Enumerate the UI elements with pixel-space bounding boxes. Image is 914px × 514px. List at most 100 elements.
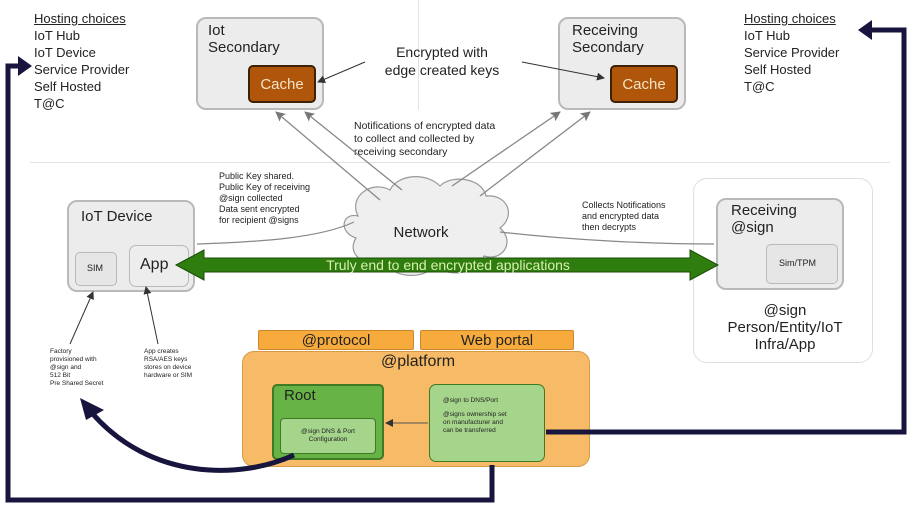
factory-line: 512 Bit: [50, 372, 71, 379]
device-to-cloud-line: [196, 221, 355, 245]
hosting-item: IoT Device: [34, 45, 96, 60]
receiving-sign-title-1: Receiving: [731, 202, 797, 219]
arrow-to-iot-cache: [317, 61, 366, 83]
hosting-item: T@C: [744, 79, 775, 94]
right-loop-path: [546, 27, 907, 435]
public-key-line: for recipient @signs: [219, 215, 299, 225]
protocol-tab: @protocol: [258, 330, 414, 350]
network-label: Network: [393, 224, 449, 241]
platform-title: @platform: [381, 353, 456, 370]
receiving-secondary-cache: Cache: [610, 65, 678, 103]
receiving-secondary-title-2: Secondary: [572, 39, 644, 56]
receiving-secondary-box: Receiving Secondary Cache: [558, 17, 686, 110]
hosting-choices-right: Hosting choices IoT Hub Service Provider…: [744, 10, 839, 95]
web-portal-tab: Web portal: [420, 330, 574, 350]
root-title: Root: [284, 387, 316, 404]
hosting-heading-left: Hosting choices: [34, 11, 126, 26]
factory-line: Pre Shared Secret: [50, 380, 104, 387]
notifications-line-1: Notifications of encrypted data: [354, 120, 496, 132]
app-note: App creates RSA/AES keys stores on devic…: [144, 348, 192, 380]
receiving-sign-desc-3: Infra/App: [754, 336, 816, 353]
cloud-to-iot-secondary-a: [275, 111, 381, 201]
encrypted-keys-line-2: edge created keys: [384, 62, 500, 78]
notifications-line-3: receiving secondary: [354, 146, 448, 158]
app-note-line: stores on device: [144, 364, 192, 371]
cloud-to-iot-secondary-b: [304, 111, 403, 191]
hosting-item: IoT Hub: [34, 28, 81, 43]
receiving-sign-title-2: @sign: [731, 219, 774, 236]
root-config-line-1: @sign DNS & Port: [301, 428, 355, 435]
public-key-line: @sign collected: [219, 193, 283, 203]
app-note-line: App creates: [144, 348, 179, 355]
sim-tpm-label: Sim/TPM: [779, 258, 816, 268]
app-label: App: [140, 256, 169, 273]
public-key-line: Public Key shared.: [219, 171, 295, 181]
ownership-line: @signs ownership set: [443, 411, 507, 418]
receiving-secondary-title-1: Receiving: [572, 22, 638, 39]
root-to-device-curve: [90, 411, 296, 473]
hosting-heading-right: Hosting choices: [744, 11, 836, 26]
root-to-device-arrowhead: [80, 398, 104, 420]
ownership-line: can be transferred: [443, 427, 496, 434]
iot-secondary-cache: Cache: [248, 65, 316, 103]
hosting-choices-left: Hosting choices IoT Hub IoT Device Servi…: [34, 10, 129, 112]
app-note-arrow: [143, 286, 159, 345]
iot-secondary-title-2: Secondary: [208, 39, 280, 56]
arrow-to-receiving-cache: [521, 61, 605, 81]
right-loop-arrowhead: [858, 20, 872, 40]
root-box: Root @sign DNS & Port Configuration: [272, 384, 384, 460]
factory-line: Factory: [50, 348, 72, 355]
collects-note: Collects Notifications and encrypted dat…: [582, 200, 666, 233]
app-note-line: RSA/AES keys: [144, 356, 188, 363]
cloud-to-receiving-secondary-a: [451, 111, 561, 187]
vertical-divider: [418, 0, 419, 110]
hosting-item: Self Hosted: [744, 62, 812, 77]
root-config-line-2: Configuration: [308, 436, 348, 443]
receiving-sign-desc-1: @sign: [763, 302, 807, 319]
web-portal-tab-label: Web portal: [460, 332, 534, 349]
hosting-item: T@C: [34, 96, 65, 111]
sim-chip: SIM: [75, 252, 117, 286]
hosting-item: Self Hosted: [34, 79, 102, 94]
cloud-to-receiving-secondary-b: [479, 111, 591, 197]
platform-box: @platform Root @sign DNS & Port Configur…: [242, 351, 590, 467]
encrypted-keys-label: Encrypted with edge created keys: [372, 43, 512, 79]
top-divider: [30, 162, 890, 163]
hosting-item: IoT Hub: [744, 28, 791, 43]
iot-device-title: IoT Device: [81, 208, 153, 225]
ownership-line: on manufacturer and: [443, 419, 503, 426]
hosting-item: Service Provider: [744, 45, 840, 60]
ownership-line: @sign to DNS/Port: [443, 397, 499, 404]
iot-device-box: IoT Device SIM App: [67, 200, 195, 292]
encrypted-keys-line-1: Encrypted with: [396, 44, 488, 60]
public-key-note: Public Key shared. Public Key of receivi…: [219, 171, 310, 226]
receiving-sign-description: @sign Person/Entity/IoT Infra/App: [710, 302, 860, 353]
sim-label: SIM: [87, 263, 104, 273]
receiving-sign-desc-2: Person/Entity/IoT: [727, 319, 843, 336]
e2e-arrow-label: Truly end to end encrypted applications: [326, 257, 570, 273]
factory-line: @sign and: [50, 364, 82, 371]
root-config-box: @sign DNS & Port Configuration: [280, 418, 376, 454]
e2e-arrow-shape: [174, 249, 720, 281]
protocol-tab-label: @protocol: [301, 332, 371, 349]
ownership-box: @sign to DNS/Port @signs ownership set o…: [429, 384, 545, 462]
public-key-line: Data sent encrypted: [219, 204, 300, 214]
cloud-to-receiving-line: [499, 231, 715, 245]
left-loop-path: [5, 63, 495, 503]
collects-line: then decrypts: [582, 222, 637, 232]
receiving-sign-box: Receiving @sign Sim/TPM: [716, 198, 844, 290]
iot-secondary-box: Iot Secondary Cache: [196, 17, 324, 110]
app-note-line: hardware or SIM: [144, 372, 193, 379]
notifications-line-2: to collect and collected by: [354, 133, 475, 145]
sim-tpm-chip: Sim/TPM: [766, 244, 838, 284]
notifications-note: Notifications of encrypted data to colle…: [354, 120, 495, 159]
left-loop-arrowhead: [18, 56, 32, 76]
factory-line: provisioned with: [50, 356, 97, 363]
factory-arrow: [69, 291, 94, 345]
collects-line: Collects Notifications: [582, 200, 666, 210]
iot-secondary-title-1: Iot: [208, 22, 225, 39]
factory-note: Factory provisioned with @sign and 512 B…: [50, 348, 103, 388]
collects-line: and encrypted data: [582, 211, 660, 221]
public-key-line: Public Key of receiving: [219, 182, 311, 192]
